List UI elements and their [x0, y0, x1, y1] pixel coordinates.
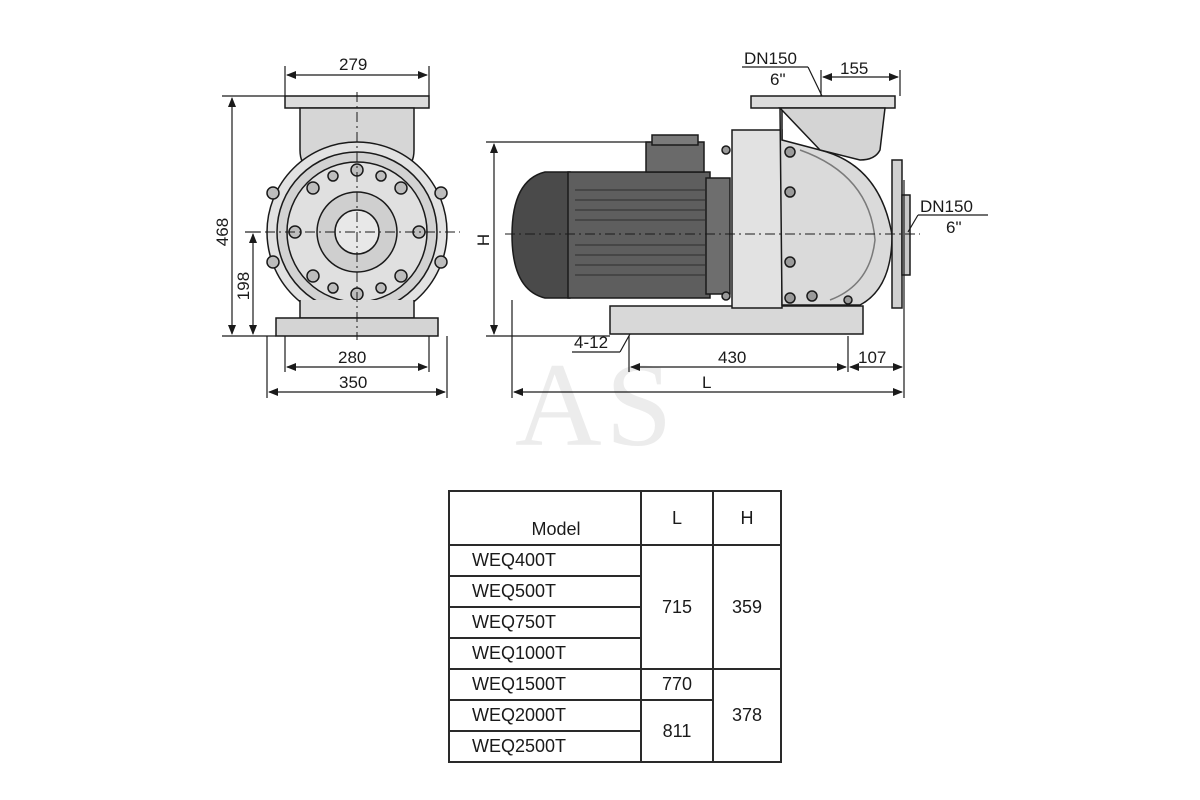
l-value-cell: 770	[640, 668, 714, 701]
dim-front-base-outer: 350	[339, 373, 367, 392]
model-dimension-table: Model L H WEQ400T 715 359 WEQ500T WEQ750…	[448, 490, 782, 763]
model-cell: WEQ1000T	[448, 637, 642, 670]
dim-front-height: 468	[213, 218, 232, 246]
pump-side-view	[511, 95, 911, 335]
table-row: WEQ500T	[448, 575, 781, 608]
l-value-cell: 715	[640, 544, 714, 670]
dim-side-height: H	[474, 234, 493, 246]
table-row: WEQ1000T	[448, 637, 781, 670]
dim-outlet-size: DN150	[744, 49, 797, 68]
table-header-row: Model L H	[448, 490, 782, 546]
column-header-l: L	[640, 490, 714, 546]
dim-outlet-offset: 155	[840, 59, 868, 78]
model-cell: WEQ2500T	[448, 730, 642, 763]
model-cell: WEQ750T	[448, 606, 642, 639]
table-row: WEQ400T 715 359	[448, 544, 782, 670]
dim-outlet-inch: 6"	[770, 70, 786, 89]
model-cell: WEQ500T	[448, 575, 642, 608]
l-value-cell: 811	[640, 699, 714, 763]
dim-front-base-inner: 280	[338, 348, 366, 367]
watermark: AS	[515, 338, 676, 471]
dim-inlet-inch: 6"	[946, 218, 962, 237]
dim-bolt-holes: 4-12	[574, 333, 608, 352]
table-row: WEQ750T	[448, 606, 781, 639]
model-cell: WEQ2000T	[448, 699, 642, 732]
column-header-model: Model	[448, 490, 642, 546]
h-value-cell: 378	[712, 668, 782, 763]
column-header-h: H	[712, 490, 782, 546]
h-value-cell: 359	[712, 544, 782, 670]
model-cell: WEQ1500T	[448, 668, 642, 701]
table-row: WEQ1500T 770 378	[448, 668, 782, 763]
dim-front-top-width: 279	[339, 55, 367, 74]
dim-front-axis-height: 198	[234, 272, 253, 300]
table-row: WEQ2000T 811	[448, 699, 781, 763]
dim-total-length: L	[702, 373, 711, 392]
table-row: WEQ2500T	[448, 730, 781, 763]
dim-inlet-size: DN150	[920, 197, 973, 216]
dim-base-length: 430	[718, 348, 746, 367]
dim-base-offset: 107	[858, 348, 886, 367]
model-cell: WEQ400T	[448, 544, 642, 577]
